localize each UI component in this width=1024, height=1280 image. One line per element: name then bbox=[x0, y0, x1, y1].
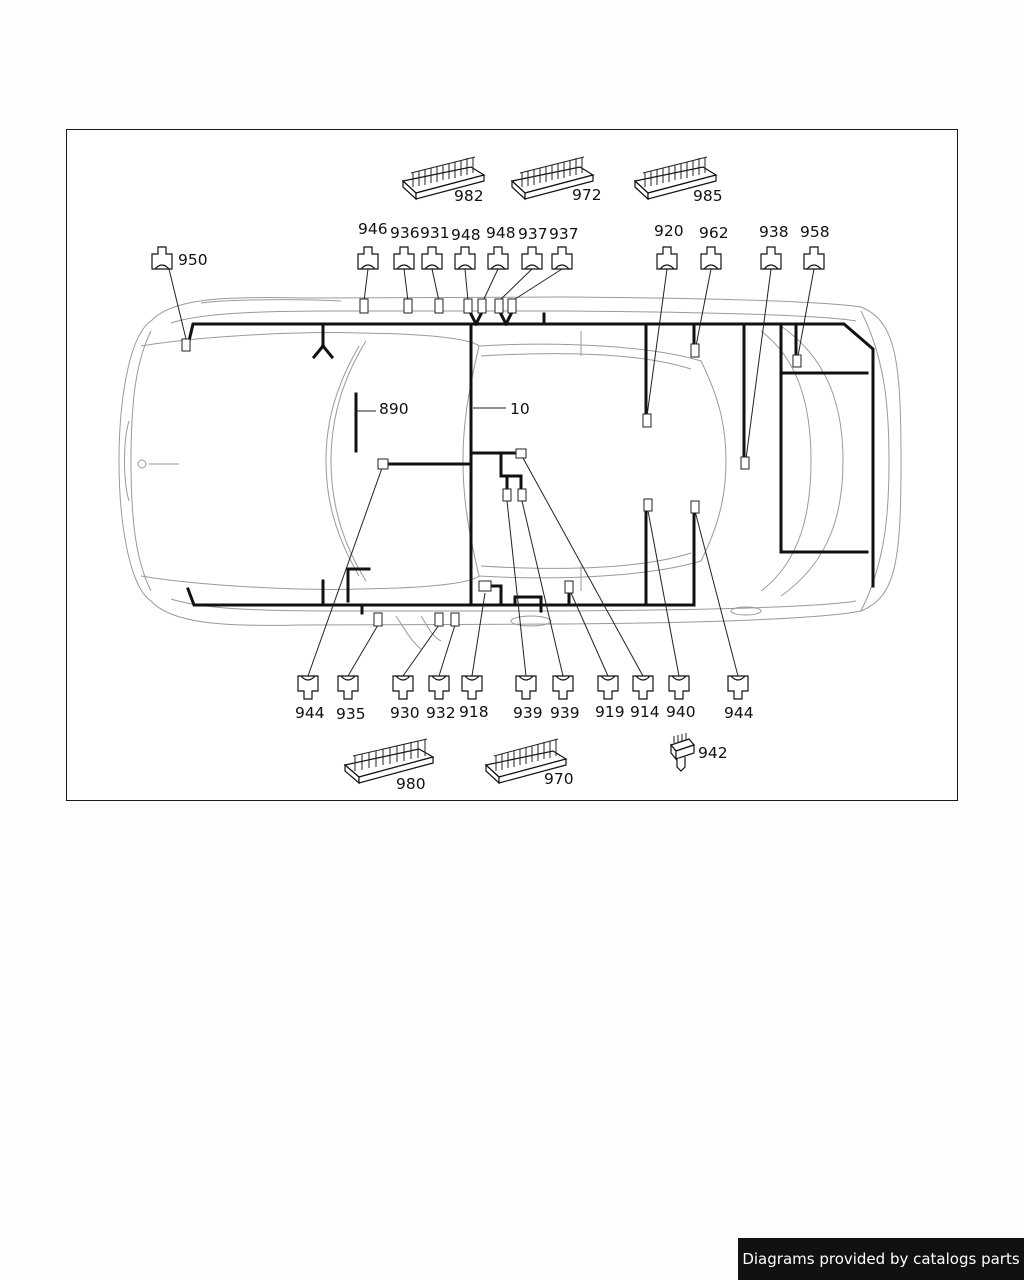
connector-block-icon-972 bbox=[510, 156, 595, 201]
relay-icon-942 bbox=[669, 733, 696, 772]
label-920: 920 bbox=[654, 222, 684, 240]
wiring-harness-diagram: 982 972 985 950 946 936 931 948 948 937 … bbox=[118, 156, 902, 793]
plug-icon-940 bbox=[668, 675, 690, 700]
plug-icon-936 bbox=[393, 246, 415, 270]
label-937b: 937 bbox=[549, 225, 579, 243]
connector-block-icon-980 bbox=[343, 738, 435, 785]
label-890: 890 bbox=[379, 400, 409, 418]
callout-labels: 982 972 985 950 946 936 931 948 948 937 … bbox=[178, 186, 830, 793]
plug-icon-950 bbox=[151, 246, 173, 270]
label-937a: 937 bbox=[518, 225, 548, 243]
footer-banner: Diagrams provided by catalogs parts bbox=[738, 1238, 1024, 1280]
harness-connectors bbox=[181, 298, 802, 627]
label-985: 985 bbox=[693, 187, 723, 205]
plug-icon-918 bbox=[461, 675, 483, 700]
plug-icon-948b bbox=[487, 246, 509, 270]
label-939a: 939 bbox=[513, 704, 543, 722]
label-938: 938 bbox=[759, 223, 789, 241]
plug-icon-930 bbox=[392, 675, 414, 700]
plug-icon-914 bbox=[632, 675, 654, 700]
label-962: 962 bbox=[699, 224, 729, 242]
label-932: 932 bbox=[426, 704, 456, 722]
label-919: 919 bbox=[595, 703, 625, 721]
label-918: 918 bbox=[459, 703, 489, 721]
plug-icon-931 bbox=[421, 246, 443, 270]
label-942: 942 bbox=[698, 744, 728, 762]
diagram-frame: 982 972 985 950 946 936 931 948 948 937 … bbox=[66, 129, 958, 801]
connector-blocks bbox=[343, 156, 718, 785]
label-935: 935 bbox=[336, 705, 366, 723]
label-980: 980 bbox=[396, 775, 426, 793]
plug-icon-937b bbox=[551, 246, 573, 270]
car-body-outline bbox=[118, 296, 902, 650]
label-950: 950 bbox=[178, 251, 208, 269]
label-948b: 948 bbox=[486, 224, 516, 242]
label-10: 10 bbox=[510, 400, 530, 418]
plug-icon-932 bbox=[428, 675, 450, 700]
connector-block-icon-970 bbox=[484, 738, 568, 785]
label-970: 970 bbox=[544, 770, 574, 788]
label-939b: 939 bbox=[550, 704, 580, 722]
plug-icon-939b bbox=[552, 675, 574, 700]
plug-icon-946 bbox=[357, 246, 379, 270]
plug-icon-935 bbox=[337, 675, 359, 700]
plug-icon-937a bbox=[521, 246, 543, 270]
plug-icon-919 bbox=[597, 675, 619, 700]
label-948a: 948 bbox=[451, 226, 481, 244]
plug-icon-939a bbox=[515, 675, 537, 700]
plug-icon-948a bbox=[454, 246, 476, 270]
label-972: 972 bbox=[572, 186, 602, 204]
label-982: 982 bbox=[454, 187, 484, 205]
plug-icon-944a bbox=[297, 675, 319, 700]
label-940: 940 bbox=[666, 703, 696, 721]
upper-plug-icons bbox=[151, 246, 825, 270]
plug-icon-944b bbox=[727, 675, 749, 700]
wiring-harness bbox=[186, 311, 875, 615]
label-958: 958 bbox=[800, 223, 830, 241]
label-936: 936 bbox=[390, 224, 420, 242]
label-914: 914 bbox=[630, 703, 660, 721]
label-944a: 944 bbox=[295, 704, 325, 722]
connector-block-icon-985 bbox=[633, 156, 718, 201]
plug-icon-938 bbox=[760, 246, 782, 270]
plug-icon-920 bbox=[656, 246, 678, 270]
label-931: 931 bbox=[420, 224, 450, 242]
footer-text: Diagrams provided by catalogs parts bbox=[742, 1250, 1020, 1268]
plug-icon-962 bbox=[700, 246, 722, 270]
label-946: 946 bbox=[358, 220, 388, 238]
label-930: 930 bbox=[390, 704, 420, 722]
plug-icon-958 bbox=[803, 246, 825, 270]
label-944b: 944 bbox=[724, 704, 754, 722]
lower-plug-icons bbox=[297, 675, 749, 700]
leader-lines bbox=[168, 268, 815, 677]
connector-block-icon-982 bbox=[401, 156, 486, 201]
